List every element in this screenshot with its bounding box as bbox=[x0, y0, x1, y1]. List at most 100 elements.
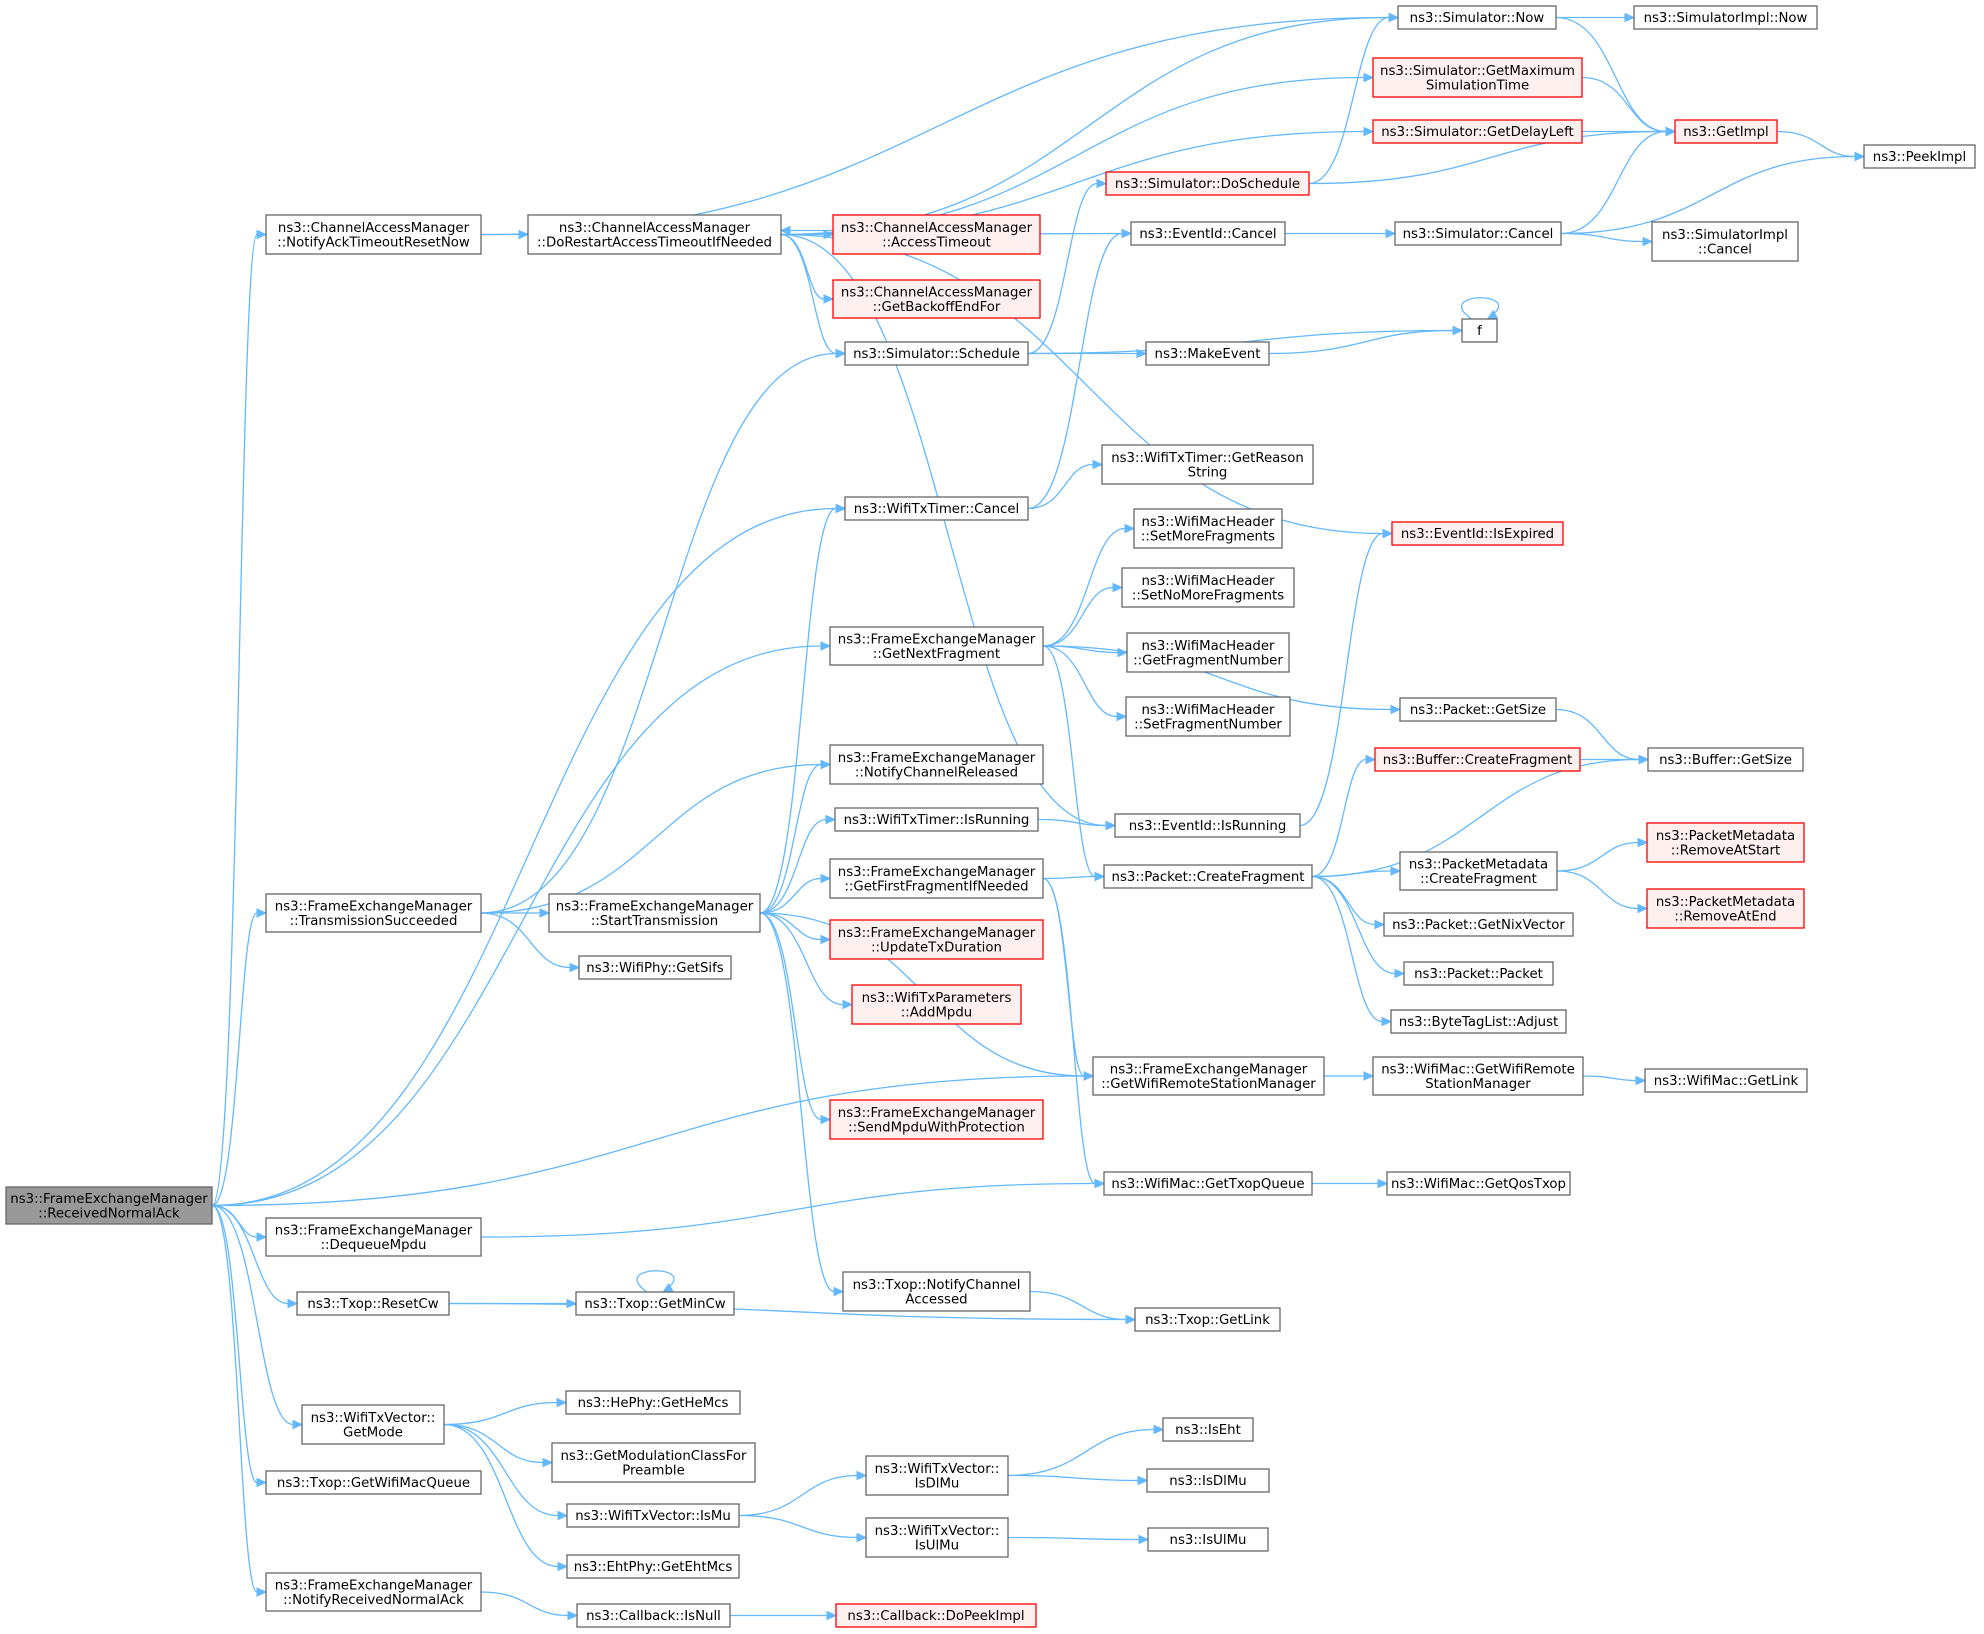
node-bufGetSize[interactable]: ns3::Buffer::GetSize bbox=[1647, 747, 1804, 772]
node-label: ns3::WifiTxParameters bbox=[862, 991, 1012, 1006]
node-addMpdu[interactable]: ns3::WifiTxParameters::AddMpdu bbox=[851, 984, 1022, 1025]
node-root[interactable]: ns3::FrameExchangeManager::ReceivedNorma… bbox=[5, 1186, 213, 1225]
node-box bbox=[844, 496, 1029, 521]
node-getDelayLeft[interactable]: ns3::Simulator::GetDelayLeft bbox=[1372, 119, 1583, 144]
node-getFirstFrag[interactable]: ns3::FrameExchangeManager::GetFirstFragm… bbox=[829, 858, 1044, 899]
node-label: ns3::WifiTxVector:: bbox=[875, 1462, 1000, 1477]
node-notifyChanReleased[interactable]: ns3::FrameExchangeManager::NotifyChannel… bbox=[829, 744, 1044, 785]
node-notifyRecvAck[interactable]: ns3::FrameExchangeManager::NotifyReceive… bbox=[265, 1572, 482, 1612]
node-txTimerIsRunning[interactable]: ns3::WifiTxTimer::IsRunning bbox=[834, 807, 1039, 832]
node-pktGetSize[interactable]: ns3::Packet::GetSize bbox=[1399, 697, 1557, 722]
node-schedule[interactable]: ns3::Simulator::Schedule bbox=[844, 341, 1029, 366]
node-getSifs[interactable]: ns3::WifiPhy::GetSifs bbox=[578, 955, 732, 980]
node-doRestart[interactable]: ns3::ChannelAccessManager::DoRestartAcce… bbox=[527, 214, 782, 255]
node-pktCreateFrag[interactable]: ns3::Packet::CreateFragment bbox=[1103, 864, 1313, 889]
node-box bbox=[1646, 888, 1805, 929]
node-getWifiMacQueue[interactable]: ns3::Txop::GetWifiMacQueue bbox=[265, 1470, 482, 1495]
node-peekImpl[interactable]: ns3::PeekImpl bbox=[1863, 144, 1976, 169]
node-getQosTxop[interactable]: ns3::WifiMac::GetQosTxop bbox=[1386, 1171, 1571, 1196]
node-label: ns3::Packet::Packet bbox=[1414, 967, 1543, 982]
node-getBackoff[interactable]: ns3::ChannelAccessManager::GetBackoffEnd… bbox=[832, 279, 1041, 319]
node-pmRemoveStart[interactable]: ns3::PacketMetadata::RemoveAtStart bbox=[1646, 822, 1805, 863]
node-packet[interactable]: ns3::Packet::Packet bbox=[1403, 961, 1554, 986]
node-simCancel[interactable]: ns3::Simulator::Cancel bbox=[1394, 221, 1562, 246]
node-isEht[interactable]: ns3::IsEht bbox=[1162, 1417, 1254, 1442]
node-label: ::SendMpduWithProtection bbox=[848, 1120, 1025, 1135]
node-getNixVector[interactable]: ns3::Packet::GetNixVector bbox=[1383, 912, 1574, 937]
node-txSucceeded[interactable]: ns3::FrameExchangeManager::TransmissionS… bbox=[265, 893, 482, 933]
node-getNextFrag[interactable]: ns3::FrameExchangeManager::GetNextFragme… bbox=[829, 626, 1044, 666]
node-txVecGetMode[interactable]: ns3::WifiTxVector::GetMode bbox=[301, 1404, 445, 1445]
node-accessTimeout[interactable]: ns3::ChannelAccessManager::AccessTimeout bbox=[832, 214, 1041, 255]
node-box bbox=[565, 1390, 741, 1415]
node-txVecIsMu[interactable]: ns3::WifiTxVector::IsMu bbox=[566, 1503, 740, 1528]
node-macGetLink[interactable]: ns3::WifiMac::GetLink bbox=[1644, 1068, 1808, 1093]
node-isUlMu[interactable]: ns3::IsUlMu bbox=[1147, 1527, 1269, 1552]
node-setFragNum[interactable]: ns3::WifiMacHeader::SetFragmentNumber bbox=[1125, 696, 1291, 737]
node-box bbox=[1145, 341, 1270, 366]
node-startTx[interactable]: ns3::FrameExchangeManager::StartTransmis… bbox=[548, 893, 761, 933]
node-simImplCancel[interactable]: ns3::SimulatorImpl::Cancel bbox=[1651, 221, 1799, 262]
node-setNoMoreFrag[interactable]: ns3::WifiMacHeader::SetNoMoreFragments bbox=[1121, 567, 1295, 608]
node-label: ::NotifyChannelReleased bbox=[855, 765, 1018, 780]
node-getFragNum[interactable]: ns3::WifiMacHeader::GetFragmentNumber bbox=[1126, 632, 1290, 673]
edge-getFirstFrag-getTxopQueue bbox=[1042, 877, 1106, 1189]
node-notifyAckTimeout[interactable]: ns3::ChannelAccessManager::NotifyAckTime… bbox=[265, 214, 482, 255]
node-updateTxDur[interactable]: ns3::FrameExchangeManager::UpdateTxDurat… bbox=[829, 919, 1044, 960]
node-getMinCw[interactable]: ns3::Txop::GetMinCw bbox=[575, 1291, 735, 1316]
node-eventIsRunning[interactable]: ns3::EventId::IsRunning bbox=[1114, 813, 1301, 838]
node-sendMpdu[interactable]: ns3::FrameExchangeManager::SendMpduWithP… bbox=[829, 1099, 1044, 1140]
node-isExpired[interactable]: ns3::EventId::IsExpired bbox=[1391, 521, 1564, 546]
node-label: ns3::ChannelAccessManager bbox=[841, 285, 1033, 300]
edge-root-getNextFrag bbox=[211, 641, 832, 1207]
node-cbDoPeek[interactable]: ns3::Callback::DoPeekImpl bbox=[835, 1603, 1037, 1628]
node-getImpl[interactable]: ns3::GetImpl bbox=[1674, 119, 1778, 144]
node-pmRemoveEnd[interactable]: ns3::PacketMetadata::RemoveAtEnd bbox=[1646, 888, 1805, 929]
node-pmCreateFrag[interactable]: ns3::PacketMetadata::CreateFragment bbox=[1399, 851, 1558, 891]
edge-getWifiRsm-macGetWifiRsm bbox=[1324, 1071, 1375, 1081]
edge-root-txVecGetMode bbox=[211, 1204, 304, 1430]
node-eventCancel[interactable]: ns3::EventId::Cancel bbox=[1130, 221, 1286, 246]
node-getHeMcs[interactable]: ns3::HePhy::GetHeMcs bbox=[565, 1390, 741, 1415]
edge-schedule-doSchedule bbox=[1027, 178, 1108, 355]
node-label: ns3::WifiTxVector:: bbox=[311, 1411, 436, 1426]
node-f[interactable]: f bbox=[1461, 318, 1498, 343]
node-resetCw[interactable]: ns3::Txop::ResetCw bbox=[296, 1291, 450, 1316]
node-label: ::GetBackoffEndFor bbox=[873, 300, 1001, 315]
node-getWifiRsm[interactable]: ns3::FrameExchangeManager::GetWifiRemote… bbox=[1092, 1056, 1325, 1096]
node-simImplNow[interactable]: ns3::SimulatorImpl::Now bbox=[1633, 5, 1818, 30]
node-txTimerCancel[interactable]: ns3::WifiTxTimer::Cancel bbox=[844, 496, 1029, 521]
node-doSchedule[interactable]: ns3::Simulator::DoSchedule bbox=[1105, 171, 1310, 196]
edge-pktCreateFrag-pmCreateFrag bbox=[1311, 866, 1402, 878]
node-macGetWifiRsm[interactable]: ns3::WifiMac::GetWifiRemoteStationManage… bbox=[1372, 1056, 1584, 1096]
node-byteTagAdjust[interactable]: ns3::ByteTagList::Adjust bbox=[1390, 1009, 1567, 1034]
node-isDlMu[interactable]: ns3::IsDlMu bbox=[1146, 1468, 1270, 1493]
edge-simCancel-getImpl bbox=[1560, 126, 1677, 235]
node-box bbox=[1391, 521, 1564, 546]
node-getEhtMcs[interactable]: ns3::EhtPhy::GetEhtMcs bbox=[566, 1554, 740, 1579]
node-makeEvent[interactable]: ns3::MakeEvent bbox=[1145, 341, 1270, 366]
edge-txVecIsMu-txVecIsUlMu bbox=[738, 1514, 868, 1543]
node-cbIsNull[interactable]: ns3::Callback::IsNull bbox=[576, 1603, 731, 1628]
edge-txVecGetMode-getModClass bbox=[443, 1423, 554, 1468]
node-label: ::SetMoreFragments bbox=[1141, 529, 1275, 544]
node-label: ns3::WifiMacHeader bbox=[1141, 639, 1275, 654]
node-box bbox=[265, 893, 482, 933]
node-label: ns3::Simulator::Schedule bbox=[853, 347, 1020, 362]
edge-txTimerCancel-eventCancel bbox=[1027, 228, 1133, 510]
node-box bbox=[1130, 221, 1286, 246]
node-txVecIsDlMu[interactable]: ns3::WifiTxVector::IsDlMu bbox=[865, 1455, 1009, 1496]
edge-notifyAckTimeout-simNow bbox=[480, 12, 1400, 236]
node-txVecIsUlMu[interactable]: ns3::WifiTxVector::IsUlMu bbox=[865, 1517, 1009, 1558]
node-getTxopQueue[interactable]: ns3::WifiMac::GetTxopQueue bbox=[1103, 1171, 1313, 1196]
node-simNow[interactable]: ns3::Simulator::Now bbox=[1397, 5, 1557, 30]
node-txopGetLink[interactable]: ns3::Txop::GetLink bbox=[1134, 1307, 1281, 1332]
node-bufCreateFrag[interactable]: ns3::Buffer::CreateFragment bbox=[1374, 747, 1581, 772]
node-setMoreFrag[interactable]: ns3::WifiMacHeader::SetMoreFragments bbox=[1133, 508, 1283, 549]
node-dequeueMpdu[interactable]: ns3::FrameExchangeManager::DequeueMpdu bbox=[265, 1217, 482, 1257]
node-box bbox=[1394, 221, 1562, 246]
